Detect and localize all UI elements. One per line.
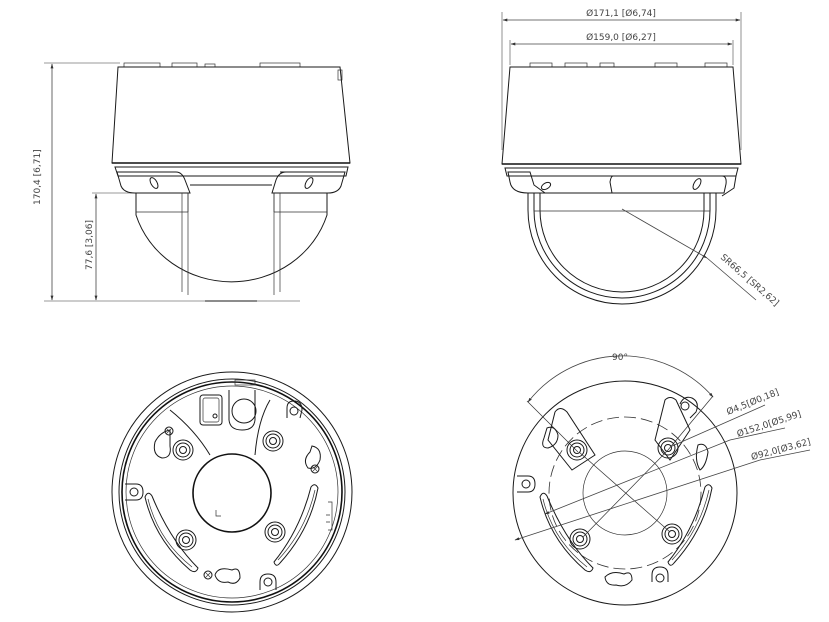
dome-height-label: 77,6 [3,06] — [85, 220, 95, 270]
bottom-view — [111, 371, 353, 613]
housing-diameter-label: Ø159,0 [Ø6,27] — [586, 32, 656, 43]
overall-height-label: 170,4 [6,71] — [33, 149, 43, 205]
hole-diameter-label: Ø4,5[Ø0,18] — [725, 387, 781, 418]
base-dims-view — [512, 355, 811, 606]
side-view — [501, 12, 757, 305]
front-view — [44, 62, 351, 302]
dome-radius-label: SR66,5 [SR2,62] — [718, 253, 780, 309]
outer-diameter-label: Ø171,1 [Ø6,74] — [586, 8, 656, 19]
boss — [172, 430, 286, 551]
bolt-circle-inner-label: Ø92,0[Ø3,62] — [750, 436, 812, 462]
angle-label: 90° — [612, 353, 628, 363]
